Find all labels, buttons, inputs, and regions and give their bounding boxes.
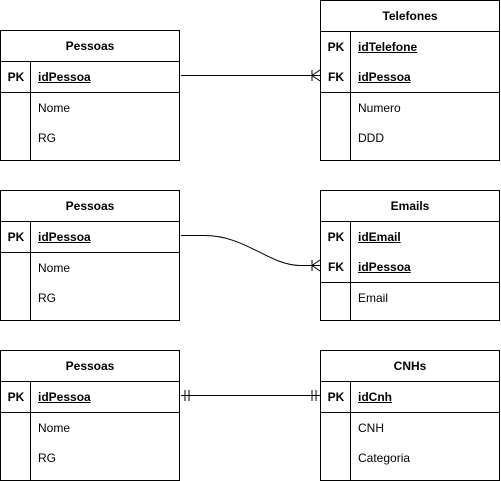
entity-emails[interactable]: Emails PK idEmail FK idPessoa Email	[320, 190, 500, 321]
entity-title: Pessoas	[1, 351, 179, 382]
attr-row: RG	[1, 443, 179, 473]
key-column-divider	[350, 382, 351, 480]
attr-field: CNH	[358, 421, 384, 435]
attr-field: RG	[38, 291, 56, 305]
pk-label: PK	[327, 230, 345, 244]
crowfoot-marker	[311, 259, 321, 272]
entity-cnhs[interactable]: CNHs PK idCnh CNH Categoria	[320, 350, 500, 481]
fk-label: FK	[328, 260, 344, 274]
attr-row: RG	[1, 123, 179, 153]
pk-row: PK idPessoa	[1, 222, 179, 253]
entity-title: Emails	[321, 191, 499, 222]
entity-title: Pessoas	[1, 31, 179, 62]
one-marker-right	[311, 390, 317, 401]
attr-field: DDD	[358, 131, 384, 145]
attr-row: CNH	[321, 413, 499, 443]
key-column-divider	[350, 222, 351, 320]
fk-field: idPessoa	[358, 70, 411, 84]
relationship-pessoas-telefones[interactable]	[181, 69, 321, 82]
attr-field: Categoria	[358, 451, 411, 465]
attr-row: Nome	[1, 413, 179, 443]
pk-row: PK idPessoa	[1, 62, 179, 93]
pk-field: idEmail	[358, 230, 401, 244]
attr-row: RG	[1, 283, 179, 313]
attr-field: Nome	[38, 261, 71, 275]
attr-field: Numero	[358, 101, 401, 115]
relationship-pessoas-cnhs[interactable]	[181, 390, 320, 401]
pk-field: idPessoa	[38, 390, 91, 404]
crowfoot-marker	[311, 69, 321, 82]
pk-field: idCnh	[358, 390, 392, 404]
pk-field: idTelefone	[358, 40, 418, 54]
pk-row: PK idTelefone	[321, 32, 499, 62]
attr-row: Email	[321, 283, 499, 313]
entity-title: Pessoas	[1, 191, 179, 222]
pk-label: PK	[327, 40, 345, 54]
entity-title: Telefones	[321, 1, 499, 32]
entity-title: CNHs	[321, 351, 499, 382]
relationship-pessoas-emails[interactable]	[181, 235, 321, 272]
entity-pessoas-2[interactable]: Pessoas PK idPessoa Nome RG	[0, 190, 180, 321]
pk-row: PK idPessoa	[1, 382, 179, 413]
attr-row: Nome	[1, 93, 179, 123]
entity-telefones[interactable]: Telefones PK idTelefone FK idPessoa Nume…	[320, 0, 500, 161]
pk-label: PK	[7, 230, 25, 244]
attr-row: Numero	[321, 93, 499, 123]
pk-label: PK	[7, 70, 25, 84]
pk-label: PK	[327, 390, 345, 404]
fk-field: idPessoa	[358, 260, 411, 274]
attr-field: Email	[358, 291, 389, 305]
attr-row: DDD	[321, 123, 499, 153]
attr-field: RG	[38, 451, 56, 465]
pk-row: PK idEmail	[321, 222, 499, 252]
entity-pessoas-3[interactable]: Pessoas PK idPessoa Nome RG	[0, 350, 180, 481]
fk-row: FK idPessoa	[321, 252, 499, 283]
attr-row: Nome	[1, 253, 179, 283]
pk-field: idPessoa	[38, 70, 91, 84]
pk-field: idPessoa	[38, 230, 91, 244]
entity-pessoas-1[interactable]: Pessoas PK idPessoa Nome RG	[0, 30, 180, 161]
fk-row: FK idPessoa	[321, 62, 499, 93]
pk-label: PK	[7, 390, 25, 404]
key-column-divider	[30, 382, 31, 480]
pk-row: PK idCnh	[321, 382, 499, 413]
attr-row: Categoria	[321, 443, 499, 473]
key-column-divider	[30, 222, 31, 320]
key-column-divider	[30, 62, 31, 160]
fk-label: FK	[328, 70, 344, 84]
key-column-divider	[350, 32, 351, 160]
attr-field: RG	[38, 131, 56, 145]
attr-field: Nome	[38, 421, 71, 435]
one-marker-left	[184, 390, 190, 401]
attr-field: Nome	[38, 101, 71, 115]
connector-line	[181, 235, 320, 266]
